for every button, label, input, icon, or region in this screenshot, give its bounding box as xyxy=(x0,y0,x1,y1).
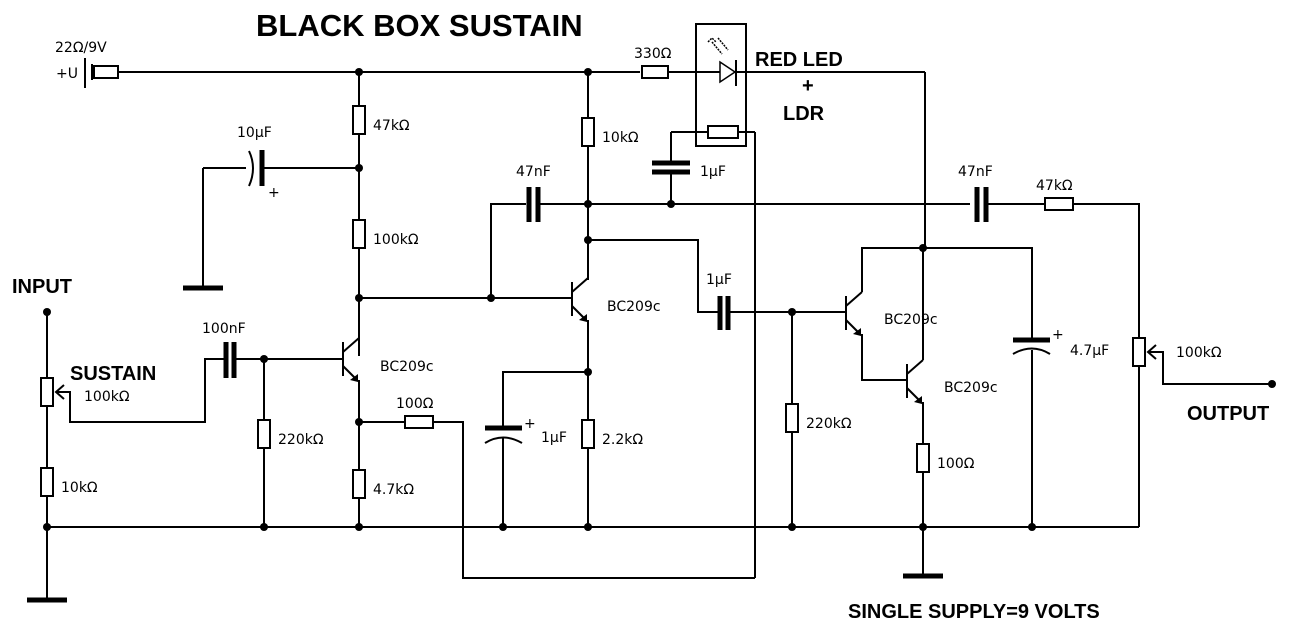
resistor-330-label: 330Ω xyxy=(634,46,672,62)
plus-mark: + xyxy=(1052,327,1064,343)
schematic-title: BLACK BOX SUSTAIN xyxy=(256,8,583,43)
plus-label: + xyxy=(802,75,814,97)
transistor-q3 xyxy=(845,291,863,336)
resistor-47k-out xyxy=(1044,197,1074,211)
junction xyxy=(499,523,507,531)
resistor-10k-collector-label: 10kΩ xyxy=(602,130,639,146)
resistor-220k-right xyxy=(785,403,799,433)
junction xyxy=(355,523,363,531)
plus-mark: + xyxy=(268,185,280,201)
resistor-4k7-label: 4.7kΩ xyxy=(373,482,414,498)
resistor-100-out-label: 100Ω xyxy=(937,456,975,472)
ldr-label: LDR xyxy=(783,103,825,125)
resistor-220k-left-label: 220kΩ xyxy=(278,432,324,448)
resistor-330 xyxy=(641,65,669,79)
transistor-q1 xyxy=(339,298,360,470)
output-label: OUTPUT xyxy=(1187,403,1269,425)
led-icon xyxy=(719,60,737,84)
capacitor-100nf-label: 100nF xyxy=(202,321,246,337)
resistor-100k-bias-label: 100kΩ xyxy=(373,232,419,248)
red-led-label: RED LED xyxy=(755,49,843,71)
ldr-resistor xyxy=(707,125,739,139)
supply-label: 22Ω/9V xyxy=(55,40,107,56)
transistor-q4 xyxy=(906,359,924,404)
pot-sustain xyxy=(40,377,54,407)
sustain-label: SUSTAIN xyxy=(70,363,156,385)
q3-label: BC209c xyxy=(884,312,938,328)
resistor-10k-input-label: 10kΩ xyxy=(61,480,98,496)
light-rays-icon xyxy=(707,36,729,55)
resistor-10k-collector xyxy=(581,117,595,147)
supply-note: SINGLE SUPPLY=9 VOLTS xyxy=(848,601,1100,623)
capacitor-10uf xyxy=(248,150,254,187)
junction xyxy=(1028,523,1036,531)
plus-mark: + xyxy=(524,416,536,432)
junction xyxy=(43,523,51,531)
junction xyxy=(260,523,268,531)
capacitor-4u7-label: 4.7µF xyxy=(1070,343,1109,359)
resistor-100-emitter xyxy=(404,415,434,429)
junction xyxy=(584,523,592,531)
pot-sustain-label: 100kΩ xyxy=(84,389,130,405)
power-supply: 22Ω/9V +U xyxy=(55,40,119,88)
capacitor-1uf-emitter-label: 1µF xyxy=(541,430,567,446)
q1-label: BC209c xyxy=(380,359,434,375)
junction xyxy=(788,523,796,531)
junction xyxy=(584,200,592,208)
capacitor-47nf-left-label: 47nF xyxy=(516,164,551,180)
transistor-q2 xyxy=(571,277,589,322)
resistor-100k-bias xyxy=(352,219,366,249)
pot-output-label: 100kΩ xyxy=(1176,345,1222,361)
resistor-220k-right-label: 220kΩ xyxy=(806,416,852,432)
capacitor-1uf-coupling-label: 1µF xyxy=(706,272,732,288)
input-label: INPUT xyxy=(12,276,72,298)
resistor-100-emitter-label: 100Ω xyxy=(396,396,434,412)
optocoupler-led-ldr xyxy=(695,23,747,147)
resistor-47k-top xyxy=(352,105,366,135)
supply-resistor xyxy=(93,65,119,79)
resistor-220k-left xyxy=(257,419,271,449)
capacitor-1uf-ldr-label: 1µF xyxy=(700,164,726,180)
q4-label: BC209c xyxy=(944,380,998,396)
resistor-2k2 xyxy=(581,419,595,449)
resistor-47k-out-label: 47kΩ xyxy=(1036,178,1073,194)
resistor-47k-top-label: 47kΩ xyxy=(373,118,410,134)
resistor-100-out xyxy=(916,443,930,473)
capacitor-47nf-right-label: 47nF xyxy=(958,164,993,180)
q2-label: BC209c xyxy=(607,299,661,315)
resistor-2k2-label: 2.2kΩ xyxy=(602,432,643,448)
resistor-10k-input xyxy=(40,467,54,497)
output-terminal[interactable] xyxy=(1268,380,1276,388)
pot-output xyxy=(1132,337,1146,367)
resistor-4k7 xyxy=(352,469,366,499)
capacitor-10uf-label: 10µF xyxy=(237,125,272,141)
supply-terminal-label: +U xyxy=(56,66,78,82)
junction xyxy=(919,523,927,531)
